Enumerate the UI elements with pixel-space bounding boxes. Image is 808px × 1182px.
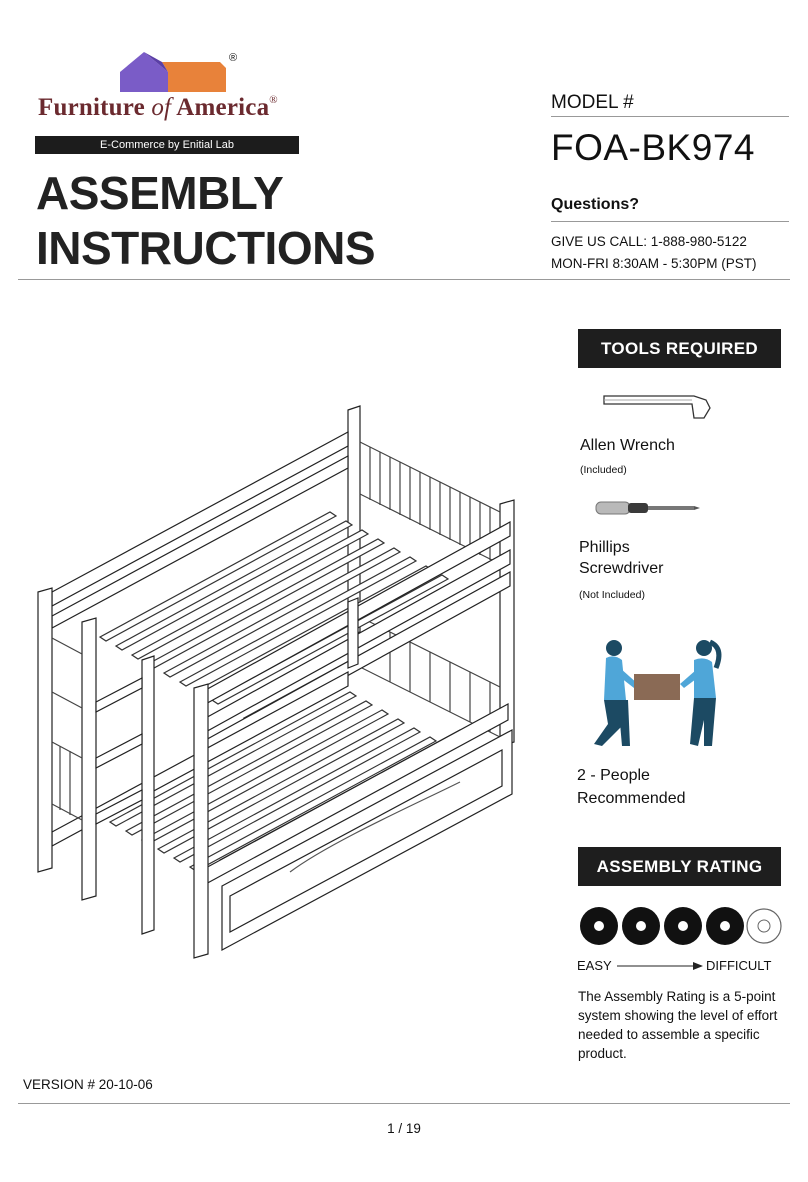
- divider: [551, 221, 789, 222]
- tool-note: (Included): [580, 464, 627, 476]
- tool-name: Recommended: [577, 790, 686, 807]
- divider: [551, 116, 789, 117]
- easy-label: EASY: [577, 958, 612, 973]
- tool-name: Screwdriver: [579, 560, 664, 577]
- model-number: FOA-BK974: [551, 127, 755, 168]
- two-people-carrying-icon: [594, 639, 722, 746]
- difficult-label: DIFFICULT: [706, 958, 772, 973]
- brand-name: Furniture of America®: [38, 94, 278, 121]
- version-label: VERSION # 20-10-06: [23, 1077, 153, 1092]
- hours-line: MON-FRI 8:30AM - 5:30PM (PST): [551, 256, 757, 271]
- tools-required-heading: TOOLS REQUIRED: [578, 329, 781, 368]
- tool-name: Allen Wrench: [580, 437, 675, 454]
- phone-line: GIVE US CALL: 1-888-980-5122: [551, 234, 747, 249]
- rating-dot-filled: [622, 907, 660, 945]
- logo-house-icon: [120, 52, 226, 92]
- tool-name: Phillips: [579, 539, 630, 556]
- bunk-bed-illustration: [37, 405, 515, 959]
- footer-divider: [18, 1103, 790, 1104]
- questions-heading: Questions?: [551, 196, 640, 213]
- assembly-rating-heading: ASSEMBLY RATING: [578, 847, 781, 886]
- rating-dot-empty: [746, 908, 782, 944]
- screwdriver-icon: [595, 501, 700, 515]
- model-label: MODEL #: [551, 92, 634, 113]
- rating-dot-filled: [664, 907, 702, 945]
- difficulty-scale: EASY DIFFICULT: [577, 958, 780, 974]
- allen-wrench-icon: [603, 395, 711, 419]
- page-title-line1: ASSEMBLY: [36, 167, 284, 219]
- rating-meter: [580, 907, 782, 945]
- rating-description: The Assembly Rating is a 5-point system …: [578, 989, 778, 1061]
- page-title-line2: INSTRUCTIONS: [36, 222, 376, 274]
- tool-name: 2 - People: [577, 767, 650, 784]
- arrow-right-icon: [617, 962, 703, 970]
- header-divider: [18, 279, 790, 280]
- rating-dot-filled: [706, 907, 744, 945]
- rating-dot-filled: [580, 907, 618, 945]
- brand-tagline: E-Commerce by Enitial Lab: [35, 136, 299, 154]
- registered-mark: ®: [229, 52, 238, 64]
- tool-note: (Not Included): [579, 589, 645, 601]
- page-number: 1 / 19: [387, 1121, 421, 1136]
